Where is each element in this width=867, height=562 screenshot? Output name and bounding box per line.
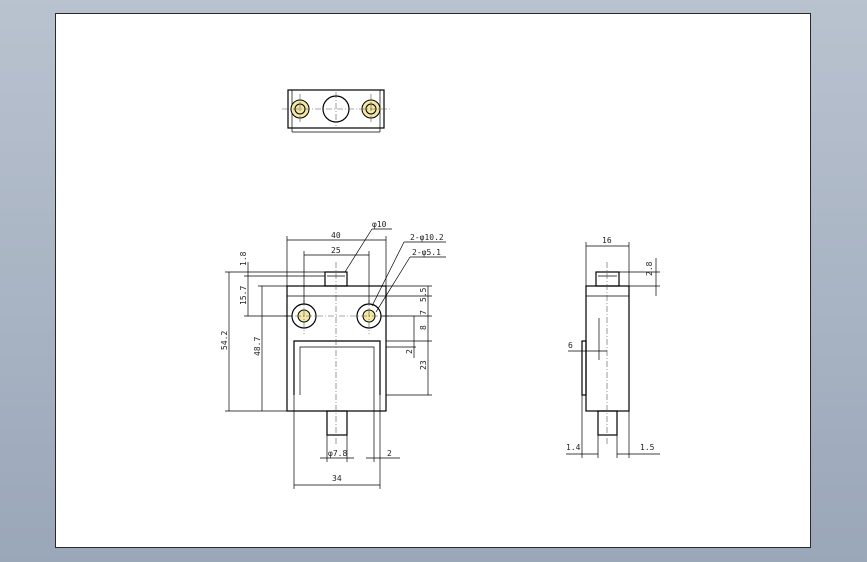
dim-2-right: 2 [387, 449, 392, 458]
top-view [282, 89, 390, 133]
front-slot [293, 340, 381, 395]
side-body [585, 285, 630, 412]
front-shaft [326, 410, 348, 436]
dim-5-5: 5.5 [419, 287, 428, 302]
dim-hole-callout-2: 2-φ5.1 [412, 248, 441, 257]
dim-hole-callout-1: 2-φ10.2 [410, 233, 444, 242]
dim-hole-spacing: 25 [331, 246, 341, 255]
dim-side-1-5: 1.5 [640, 443, 655, 452]
dim-8: 8 [419, 325, 428, 330]
dim-2-slot: 2 [405, 349, 414, 354]
dim-side-width: 16 [602, 236, 612, 245]
dim-side-top: 2.8 [645, 261, 654, 276]
drawing-sheet [55, 13, 811, 548]
side-plunger [595, 271, 620, 287]
dim-side-6: 6 [568, 341, 573, 350]
side-shaft [597, 410, 618, 436]
dim-overall-height: 54.2 [220, 331, 229, 350]
dim-body-height: 48.7 [253, 337, 262, 356]
dim-plunger-diameter: φ10 [372, 220, 387, 229]
dim-7: 7 [419, 310, 428, 315]
side-view [566, 242, 660, 458]
dim-bottom-width: 34 [332, 474, 342, 483]
dim-side-1-4: 1.4 [566, 443, 581, 452]
front-view [225, 228, 446, 489]
dim-top-offset: 1.8 [239, 251, 248, 266]
dim-plunger-height: 15.7 [239, 286, 248, 305]
dim-overall-width: 40 [331, 231, 341, 240]
dim-shaft-diameter: φ7.8 [328, 449, 347, 458]
dim-23: 23 [419, 360, 428, 370]
